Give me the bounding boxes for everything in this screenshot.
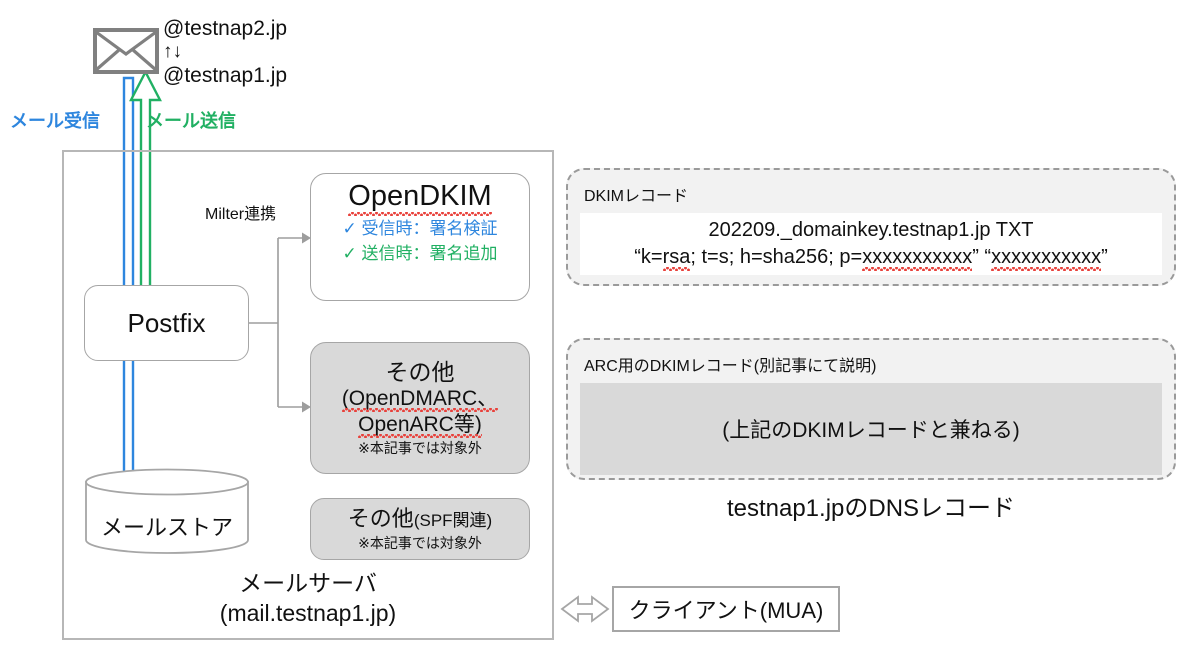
other-milters-line1: その他: [385, 359, 455, 385]
arc-record-value-area: (上記のDKIMレコードと兼ねる): [580, 383, 1162, 475]
dkim-rec-key1: xxxxxxxxxxx: [862, 244, 973, 271]
milter-link-label: Milter連携: [205, 206, 277, 223]
dkim-rec-between: ” “: [972, 246, 992, 268]
mail-server-caption-line1: メールサーバ: [239, 570, 377, 596]
mail-send-arrow: [129, 69, 162, 302]
connector-arrowheads: [302, 232, 311, 413]
spf-box[interactable]: その他(SPF関連) ※本記事では対象外: [310, 498, 530, 560]
bidirectional-arrow-icon: ↑↓: [163, 41, 182, 62]
postfix-milter-connectors: [249, 237, 302, 408]
spellcheck-squiggle-icon: [348, 212, 492, 216]
arc-record-panel: ARC用のDKIMレコード(別記事にて説明) (上記のDKIMレコードと兼ねる): [566, 338, 1176, 480]
dkim-rec-suffix: ”: [1101, 246, 1108, 268]
dkim-record-panel: DKIMレコード 202209._domainkey.testnap1.jp T…: [566, 168, 1176, 286]
dkim-record-panel-title: DKIMレコード: [584, 188, 689, 205]
dkim-rec-mid: ; t=s; h=sha256; p=: [690, 246, 863, 268]
domain-pair-label: @testnap2.jp ↑↓ @testnap1.jp: [163, 16, 287, 88]
dkim-rec-key2: xxxxxxxxxxx: [991, 244, 1102, 271]
domain-from: @testnap1.jp: [163, 64, 288, 87]
dkim-record-line2: “k=rsa; t=s; h=sha256; p=xxxxxxxxxxx” “x…: [634, 244, 1108, 271]
mail-server-caption-line2: (mail.testnap1.jp): [219, 600, 397, 626]
other-milters-line2: (OpenDMARC、: [341, 386, 499, 412]
envelope-icon: [93, 28, 159, 74]
mail-server-boundary: [62, 150, 554, 640]
mail-receive-label: メール受信: [10, 111, 100, 131]
domain-to: @testnap2.jp: [163, 17, 288, 40]
opendkim-check-send: ✓ 送信時：署名追加: [342, 244, 498, 263]
postfix-label: Postfix: [127, 307, 206, 338]
spellcheck-squiggle-icon: [862, 267, 973, 271]
mail-send-label: メール送信: [146, 111, 236, 131]
mail-store-label: メールストア: [100, 515, 233, 540]
arc-record-panel-title: ARC用のDKIMレコード(別記事にて説明): [584, 358, 877, 375]
spf-line1-sub: (SPF関連): [413, 511, 493, 530]
spellcheck-squiggle-icon: [341, 408, 499, 412]
opendkim-title-text: OpenDKIM: [348, 180, 492, 212]
dkim-rec-rsa-text: rsa: [662, 246, 691, 268]
client-mua-label: クライアント(MUA): [628, 598, 824, 623]
dkim-rec-rsa: rsa: [662, 244, 691, 271]
dkim-rec-key2-text: xxxxxxxxxxx: [991, 246, 1102, 268]
dkim-rec-key1-text: xxxxxxxxxxx: [862, 246, 973, 268]
spellcheck-squiggle-icon: [662, 267, 691, 271]
server-client-arrow: [560, 595, 610, 623]
dns-record-caption: testnap1.jpのDNSレコード: [726, 495, 1016, 522]
spellcheck-squiggle-icon: [358, 434, 482, 438]
arc-record-body: (上記のDKIMレコードと兼ねる): [722, 419, 1020, 442]
spf-note: ※本記事では対象外: [358, 535, 482, 551]
opendkim-check-receive: ✓ 受信時：署名検証: [342, 219, 498, 238]
dkim-record-value-area: 202209._domainkey.testnap1.jp TXT “k=rsa…: [580, 213, 1162, 275]
mail-store-cylinder[interactable]: メールストア: [84, 468, 250, 554]
other-milters-line2-text: (OpenDMARC、: [341, 387, 499, 410]
spf-line1-main: その他: [347, 506, 414, 531]
spf-line1: その他(SPF関連): [348, 506, 492, 534]
dkim-rec-prefix: “k=: [634, 246, 663, 268]
other-milters-line3: OpenARC等): [358, 412, 482, 438]
dkim-record-line1: 202209._domainkey.testnap1.jp TXT: [708, 219, 1034, 241]
other-milters-line3-text: OpenARC等): [358, 413, 482, 436]
opendkim-title: OpenDKIM: [348, 180, 492, 216]
other-milters-note: ※本記事では対象外: [358, 440, 482, 456]
other-milters-box[interactable]: その他 (OpenDMARC、 OpenARC等) ※本記事では対象外: [310, 342, 530, 474]
mail-server-caption: メールサーバ (mail.testnap1.jp): [62, 568, 554, 628]
postfix-box[interactable]: Postfix: [84, 285, 249, 361]
client-mua-box[interactable]: クライアント(MUA): [612, 586, 840, 632]
spellcheck-squiggle-icon: [991, 267, 1102, 271]
opendkim-box[interactable]: OpenDKIM ✓ 受信時：署名検証 ✓ 送信時：署名追加: [310, 173, 530, 301]
